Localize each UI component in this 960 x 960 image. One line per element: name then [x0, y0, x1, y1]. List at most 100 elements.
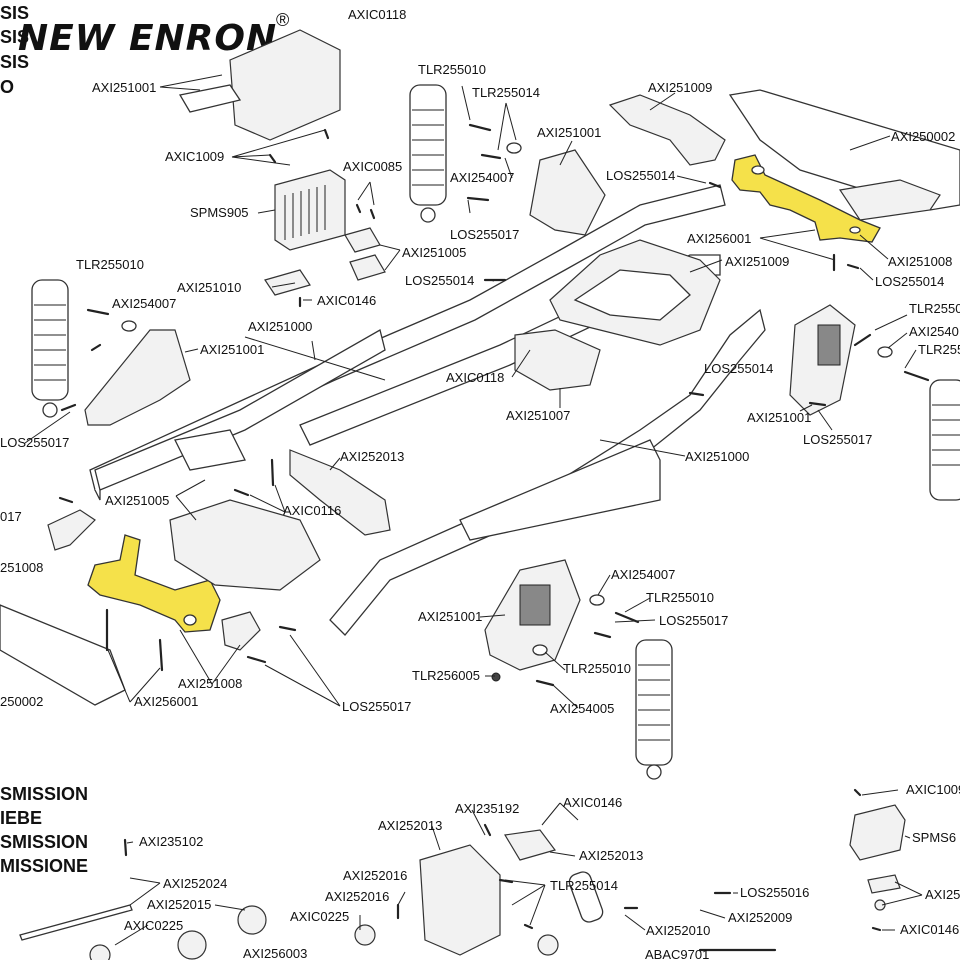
- section-headers-top: SIS SIS SIS O: [0, 3, 29, 97]
- label-axi235192: AXI235192: [455, 801, 519, 816]
- label-los255014-b: LOS255014: [405, 273, 474, 288]
- upper-link-mount: [608, 94, 726, 166]
- label-axi256001-low: AXI256001: [134, 694, 198, 709]
- label-axi254007-low: AXI254007: [611, 567, 675, 582]
- section-header-bottom-2: IEBE: [0, 808, 42, 828]
- label-axi251005-top: AXI251005: [402, 245, 466, 260]
- label-axi251005-mid: AXI251005: [105, 493, 169, 508]
- label-axi252016-b: AXI252016: [325, 889, 389, 904]
- label-251008: 251008: [0, 560, 43, 575]
- label-abac9701: ABAC9701: [645, 947, 709, 960]
- label-los255017-left: LOS255017: [0, 435, 69, 450]
- label-axi251007: AXI251007: [506, 408, 570, 423]
- shock-tower-right: [789, 304, 856, 416]
- label-tlr255010-top: TLR255010: [418, 62, 486, 77]
- steering-knuckle-left: [47, 509, 96, 551]
- label-axi252013-mid: AXI252013: [340, 449, 404, 464]
- hardware: [58, 123, 930, 687]
- label-axic0146-b: AXIC0146: [563, 795, 622, 810]
- label-tlr256005: TLR256005: [412, 668, 480, 683]
- registered-mark: ®: [276, 10, 289, 30]
- front-bumper: [728, 89, 960, 221]
- label-axi256003: AXI256003: [243, 946, 307, 960]
- shock-absorber-top: [409, 84, 447, 223]
- label-axi2540-r: AXI2540: [909, 324, 959, 339]
- label-axi251010: AXI251010: [177, 280, 241, 295]
- label-axic1009-br: AXIC1009: [906, 782, 960, 797]
- label-axi251009-b: AXI251009: [725, 254, 789, 269]
- section-header-top-1: SIS: [0, 3, 29, 23]
- label-tlr2550-r1: TLR2550: [909, 301, 960, 316]
- label-los255014-c: LOS255014: [875, 274, 944, 289]
- label-axi251008-low: AXI251008: [178, 676, 242, 691]
- label-axi251001-top: AXI251001: [92, 80, 156, 95]
- label-axic0146-br: AXIC0146: [900, 922, 959, 937]
- label-017: 017: [0, 509, 22, 524]
- label-axic0118-top: AXIC0118: [348, 7, 406, 22]
- label-axic0085: AXIC0085: [343, 159, 402, 174]
- label-los255014-a: LOS255014: [606, 168, 675, 183]
- air-intake: [178, 29, 341, 141]
- label-axi251008-right: AXI251008: [888, 254, 952, 269]
- label-tlr255014: TLR255014: [472, 85, 540, 100]
- label-tlr255010-low2: TLR255010: [563, 661, 631, 676]
- label-los255014-d: LOS255014: [704, 361, 773, 376]
- link-mount-mid: [289, 449, 391, 536]
- section-header-bottom-4: MISSIONE: [0, 856, 88, 876]
- label-axi251009-a: AXI251009: [648, 80, 712, 95]
- label-axi252015: AXI252015: [147, 897, 211, 912]
- label-axi254007-left: AXI254007: [112, 296, 176, 311]
- label-tlr255-r2: TLR255: [918, 342, 960, 357]
- label-axi252016-a: AXI252016: [343, 868, 407, 883]
- label-los255017-bottom: LOS255017: [342, 699, 411, 714]
- skid-plate: [514, 329, 601, 391]
- logo-text: NEW ENRON: [18, 18, 277, 59]
- label-axi251001-left: AXI251001: [200, 342, 264, 357]
- part-labels: AXIC0118 AXI251001 AXIC1009 AXIC0085 SPM…: [0, 7, 960, 960]
- section-header-top-3: SIS: [0, 52, 29, 72]
- label-axi252010: AXI252010: [646, 923, 710, 938]
- label-axic0116: AXIC0116: [283, 503, 341, 518]
- label-axi250002-right: AXI250002: [891, 129, 955, 144]
- label-axi254007-top: AXI254007: [450, 170, 514, 185]
- shock-tower-left: [84, 329, 191, 426]
- label-los255016: LOS255016: [740, 885, 809, 900]
- label-spms6: SPMS6: [912, 830, 956, 845]
- label-axic0225-a: AXIC0225: [124, 918, 183, 933]
- frame-rail-side-left: [94, 329, 386, 491]
- esc-spms905: [274, 169, 346, 251]
- label-axic1009-top: AXIC1009: [165, 149, 224, 164]
- label-axi256001-right: AXI256001: [687, 231, 751, 246]
- battery-tray: [169, 429, 321, 591]
- label-axi254005: AXI254005: [550, 701, 614, 716]
- label-los255017-low: LOS255017: [659, 613, 728, 628]
- rear-bumper: [0, 604, 126, 706]
- label-axi252013-b2: AXI252013: [579, 848, 643, 863]
- bumper-mount-highlighted-top: [731, 154, 881, 243]
- section-header-top-4: O: [0, 77, 14, 97]
- center-crossmember: [549, 239, 721, 346]
- label-axi252009: AXI252009: [728, 910, 792, 925]
- label-axi25-br: AXI25: [925, 887, 960, 902]
- section-headers-bottom: SMISSION IEBE SMISSION MISSIONE: [0, 784, 88, 876]
- shock-absorber-low: [635, 639, 673, 780]
- label-axic0118-mid: AXIC0118: [446, 370, 504, 385]
- label-axi252013-b1: AXI252013: [378, 818, 442, 833]
- section-header-bottom-3: SMISSION: [0, 832, 88, 852]
- label-axi251000-b: AXI251000: [685, 449, 749, 464]
- label-axic0146-top: AXIC0146: [317, 293, 376, 308]
- label-tlr255010-left: TLR255010: [76, 257, 144, 272]
- c-hub-low: [221, 611, 261, 651]
- label-axi251001-low: AXI251001: [418, 609, 482, 624]
- section-header-bottom-1: SMISSION: [0, 784, 88, 804]
- label-tlr255014-b: TLR255014: [550, 878, 618, 893]
- leader-lines: [24, 74, 923, 946]
- servo-horn: [264, 227, 386, 296]
- label-tlr255010-low: TLR255010: [646, 590, 714, 605]
- label-los255017-right: LOS255017: [803, 432, 872, 447]
- label-axi251000-a: AXI251000: [248, 319, 312, 334]
- label-axi235102: AXI235102: [139, 834, 203, 849]
- label-spms905: SPMS905: [190, 205, 249, 220]
- section-header-top-2: SIS: [0, 27, 29, 47]
